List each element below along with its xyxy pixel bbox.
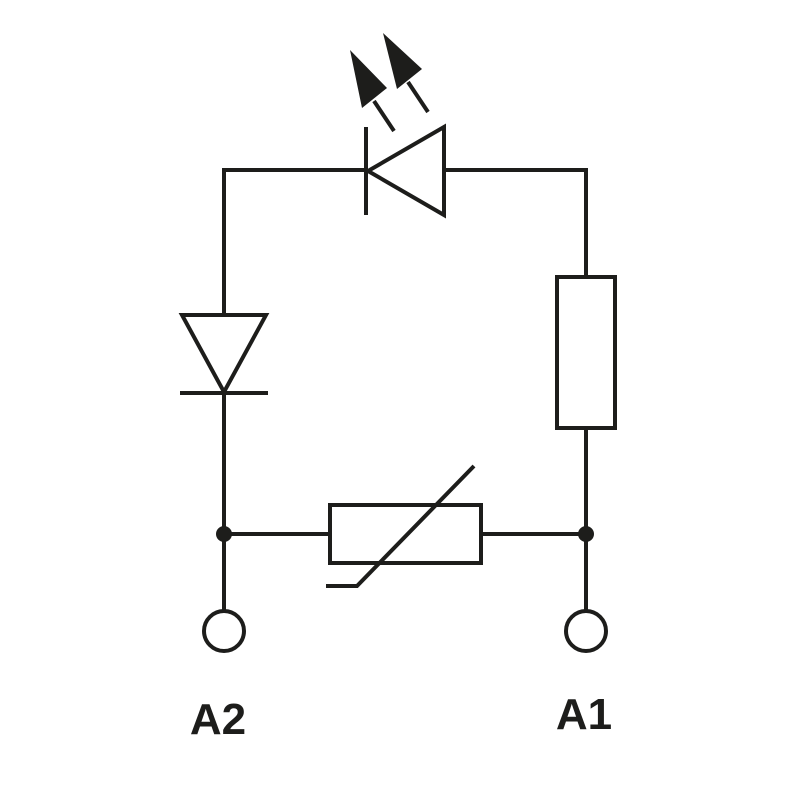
wires: [222, 168, 588, 611]
varistor-symbol: [326, 464, 483, 588]
led-symbol: [350, 33, 446, 219]
led-arrow-shaft-2: [406, 80, 430, 114]
terminal-label-a2: A2: [190, 695, 246, 744]
junction-dot-right: [578, 526, 594, 542]
led-arrow-shaft-1: [372, 99, 396, 133]
varistor-slash: [326, 464, 476, 588]
terminal-a2: [202, 609, 246, 653]
resistor-symbol: [555, 275, 617, 430]
terminal-a1: [564, 609, 608, 653]
diode-triangle: [178, 313, 270, 397]
led-arrowhead-1: [350, 50, 387, 108]
terminal-label-a1: A1: [556, 690, 612, 739]
resistor-body: [555, 275, 617, 430]
diode-symbol: [178, 313, 270, 397]
led-triangle: [364, 123, 446, 219]
led-arrowhead-2: [383, 33, 422, 89]
junction-dot-left: [216, 526, 232, 542]
